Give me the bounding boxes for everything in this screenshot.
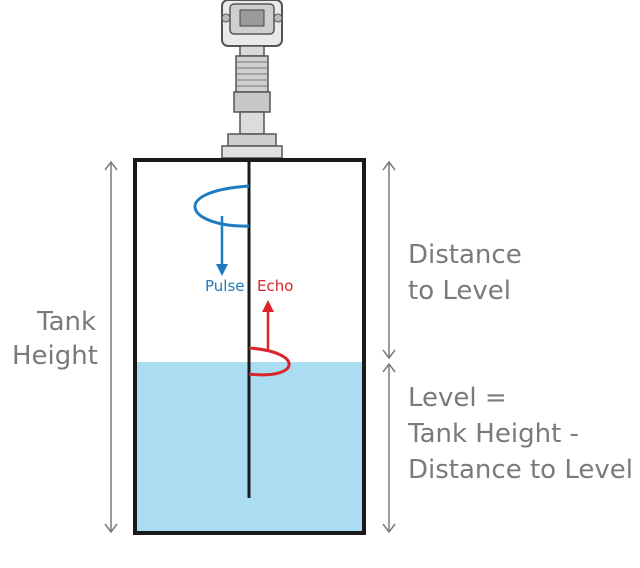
level-label-line2: Tank Height - [407,419,579,449]
distance-to-level-dimension [382,160,396,360]
pulse-wave [193,184,250,276]
tank-height-dimension [104,160,118,534]
distance-label-line1: Distance [408,240,522,270]
radar-level-transmitter-icon [221,0,283,159]
echo-label: Echo [257,277,293,295]
pulse-label: Pulse [205,277,245,295]
tank-height-label-line2: Height [12,341,98,371]
echo-wave [248,300,291,377]
distance-label-line2: to Level [408,276,511,306]
level-label-line1: Level = [408,383,507,413]
level-label-line3: Distance to Level [408,455,633,485]
level-dimension [382,362,396,534]
tank-height-label-line1: Tank [36,307,96,337]
